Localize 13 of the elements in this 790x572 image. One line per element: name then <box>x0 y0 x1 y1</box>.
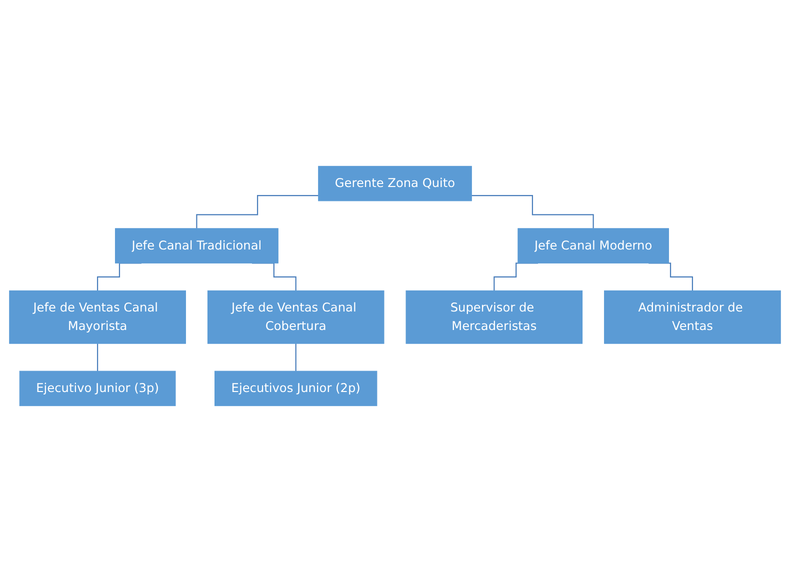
node-box: Ejecutivos Junior (2p) <box>214 370 378 406</box>
node-box: Jefe de Ventas Canal Cobertura <box>207 290 384 344</box>
node-box: Gerente Zona Quito <box>318 166 472 202</box>
connector <box>472 195 594 229</box>
node-box: Ejecutivo Junior (3p) <box>19 370 176 406</box>
connector <box>295 343 296 372</box>
node-box: Jefe Canal Tradicional <box>114 228 278 264</box>
node-box: Administrador de Ventas <box>604 290 781 344</box>
node-box: Jefe de Ventas Canal Mayorista <box>9 290 186 344</box>
node-box: Supervisor de Mercaderistas <box>406 290 583 344</box>
node-box: Jefe Canal Moderno <box>518 228 669 264</box>
connector <box>97 343 98 372</box>
connector <box>196 195 318 229</box>
